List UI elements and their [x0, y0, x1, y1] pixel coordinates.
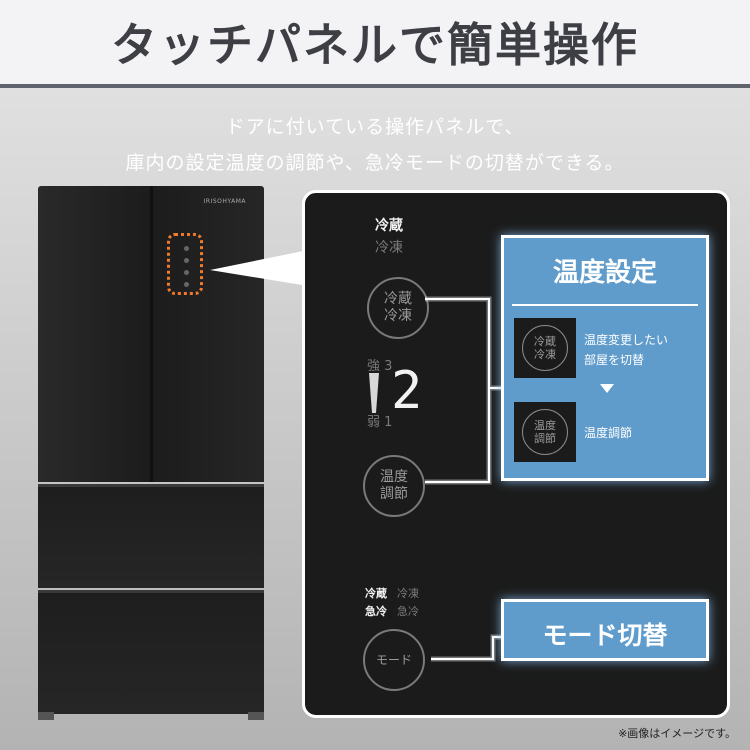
button-label: 冷蔵	[384, 291, 412, 307]
fridge-drawer-upper	[38, 484, 264, 588]
step1-description: 温度変更したい 部屋を切替	[584, 330, 668, 370]
button-label: 温度	[380, 469, 408, 485]
mode-switch-box: モード切替	[501, 599, 709, 661]
mode-row2-inactive: 急冷	[397, 605, 419, 618]
subtitle-line-2: 庫内の設定温度の調節や、急冷モードの切替ができる。	[125, 152, 625, 174]
step-compartment-icon: 冷蔵 冷凍	[514, 318, 576, 378]
connector-lines	[425, 296, 501, 485]
temperature-level-display: 2	[391, 361, 423, 421]
mode-button[interactable]: モード	[363, 629, 425, 691]
divider	[512, 304, 698, 306]
control-panel-highlight	[167, 233, 203, 295]
icon-label: 冷凍	[534, 348, 556, 361]
step-temperature-icon: 温度 調節	[514, 402, 576, 462]
button-label: モード	[375, 652, 412, 667]
image-disclaimer: ※画像はイメージです。	[618, 727, 736, 740]
connector-line-mode	[431, 634, 505, 662]
mode-row1-active: 冷蔵	[365, 587, 387, 600]
level-meter-icon	[369, 373, 379, 413]
level-strong-label: 強 3	[367, 359, 393, 374]
button-label: 調節	[380, 486, 408, 502]
mode-label-freezer: 冷凍	[375, 240, 403, 256]
icon-label: 調節	[534, 432, 556, 445]
fridge-foot	[248, 712, 264, 720]
panel-indicator	[184, 258, 189, 263]
compartment-select-button[interactable]: 冷蔵 冷凍	[367, 277, 429, 339]
step1-text-line2: 部屋を切替	[584, 353, 645, 367]
page-title: タッチパネルで簡単操作	[111, 18, 639, 72]
subtitle-line-1: ドアに付いている操作パネルで、	[225, 116, 525, 138]
button-label: 冷凍	[384, 308, 412, 324]
temperature-setting-title: 温度設定	[552, 258, 657, 288]
refrigerator-image: IRISOHYAMA	[38, 186, 264, 720]
fridge-drawer-lower	[38, 590, 264, 714]
mode-switch-title: モード切替	[542, 621, 668, 650]
step2-description: 温度調節	[584, 426, 633, 440]
temperature-adjust-button[interactable]: 温度 調節	[363, 455, 425, 517]
panel-indicator	[184, 282, 189, 287]
mode-row2-active: 急冷	[365, 605, 387, 618]
door-seam	[150, 186, 153, 482]
icon-label: 温度	[534, 419, 556, 432]
fridge-brand-logo: IRISOHYAMA	[203, 198, 246, 205]
mode-row1-inactive: 冷凍	[397, 587, 419, 600]
header-bar: タッチパネルで簡単操作	[0, 0, 750, 88]
fridge-foot	[38, 712, 54, 720]
temperature-setting-box: 温度設定 冷蔵 冷凍 温度変更したい 部屋を切替 温度 調節 温度調節	[501, 235, 709, 481]
icon-label: 冷蔵	[534, 335, 556, 348]
mode-label-refrigerator: 冷蔵	[375, 218, 403, 234]
panel-indicator	[184, 246, 189, 251]
arrow-down-icon	[600, 384, 614, 393]
level-weak-label: 弱 1	[367, 415, 393, 430]
panel-indicator	[184, 270, 189, 275]
step1-text-line1: 温度変更したい	[584, 333, 669, 347]
callout-pointer	[210, 250, 308, 286]
control-panel-closeup: 冷蔵 冷凍 冷蔵 冷凍 強 3 2 弱 1 温度 調節 冷蔵 冷凍 急冷 急冷 …	[302, 190, 730, 718]
